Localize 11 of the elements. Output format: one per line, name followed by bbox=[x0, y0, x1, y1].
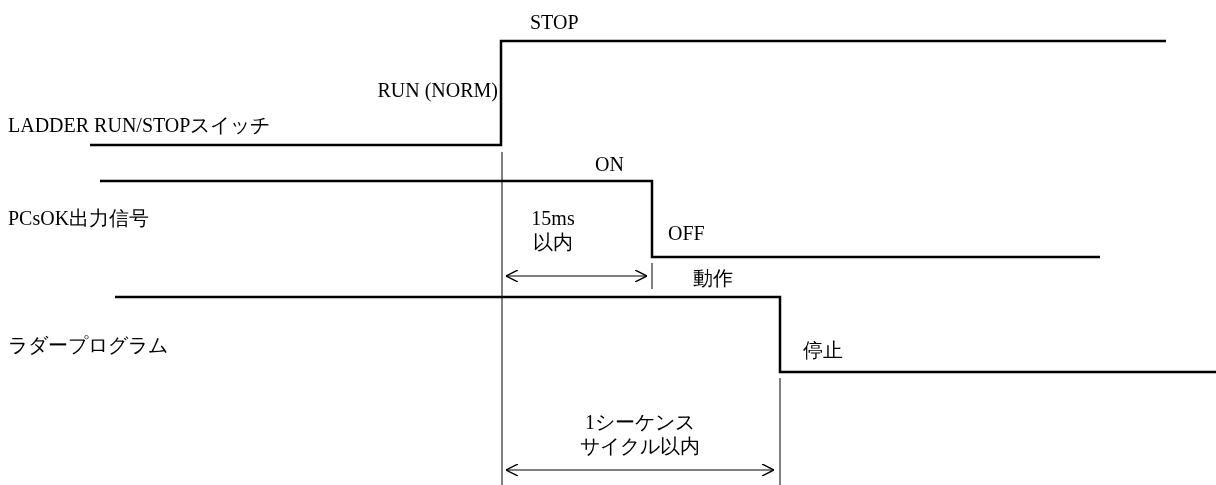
state-label: STOP bbox=[530, 10, 579, 34]
state-label: 動作 bbox=[693, 266, 733, 290]
signal-label: LADDER RUN/STOPスイッチ bbox=[8, 113, 271, 137]
timing-note: 1シーケンスサイクル以内 bbox=[579, 410, 701, 458]
state-label: ON bbox=[595, 152, 624, 176]
state-label: OFF bbox=[668, 221, 705, 245]
state-label: 停止 bbox=[803, 338, 843, 362]
state-label: RUN (NORM) bbox=[377, 78, 498, 102]
signal-label: PCsOK出力信号 bbox=[8, 206, 150, 230]
signal-label: ラダープログラム bbox=[8, 333, 168, 357]
timing-note: 15ms以内 bbox=[530, 206, 576, 254]
